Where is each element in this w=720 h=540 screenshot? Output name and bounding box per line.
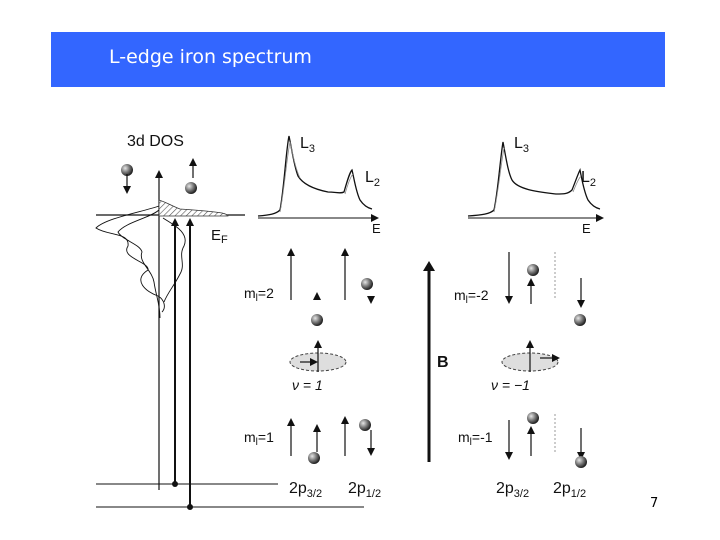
core-level-label-2p1-2: 2p1/2 [348, 480, 381, 500]
spectrum-curve-shadow [280, 142, 353, 212]
magnetic-field-label: B [437, 354, 449, 371]
peak-label-l3: L3 [300, 135, 315, 155]
spectrum-curve-shadow [494, 148, 581, 212]
core-level-label-2p1-2: 2p1/2 [553, 480, 586, 500]
electron-sphere [361, 278, 373, 290]
spectrum-right: L3 L2 E [468, 135, 600, 236]
dos-title: 3d DOS [127, 133, 184, 150]
electron-sphere [308, 452, 320, 464]
helicity-label: ν = −1 [491, 377, 530, 393]
dos-panel: 3d DOS EF [96, 133, 364, 510]
core-level-label-2p3-2: 2p3/2 [289, 480, 322, 500]
core-level-label-2p3-2: 2p3/2 [496, 480, 529, 500]
electron-sphere [311, 314, 323, 326]
electron-sphere [575, 456, 587, 468]
dos-curve [118, 210, 160, 318]
peak-label-l3: L3 [514, 135, 529, 155]
dos-curve [96, 206, 164, 312]
spectrum-left: L3 L2 E [258, 135, 381, 236]
energy-axis-label: E [582, 221, 591, 236]
electron-sphere [527, 264, 539, 276]
peak-label-l2: L2 [365, 169, 380, 189]
page-number: 7 [650, 496, 658, 511]
helicity-label: ν = 1 [292, 377, 323, 393]
electron-sphere [359, 419, 371, 431]
dos-occupied-states [159, 200, 228, 216]
ml-label-upper: ml=2 [244, 285, 274, 304]
ml-label-upper: ml=-2 [454, 287, 489, 306]
electron-sphere [185, 182, 197, 194]
electron-sphere [527, 412, 539, 424]
orbital-panel-right: ml=-2 ν = −1 ml=-1 2p3/2 2p1/2 [454, 252, 587, 500]
fermi-level-label: EF [211, 227, 228, 246]
electron-sphere [574, 314, 586, 326]
energy-axis-label: E [372, 221, 381, 236]
ml-label-lower: ml=-1 [458, 429, 493, 448]
orbital-panel-left: ml=2 ν = 1 ml=1 2p3/2 2p1/2 [244, 252, 381, 500]
ml-label-lower: ml=1 [244, 429, 274, 448]
